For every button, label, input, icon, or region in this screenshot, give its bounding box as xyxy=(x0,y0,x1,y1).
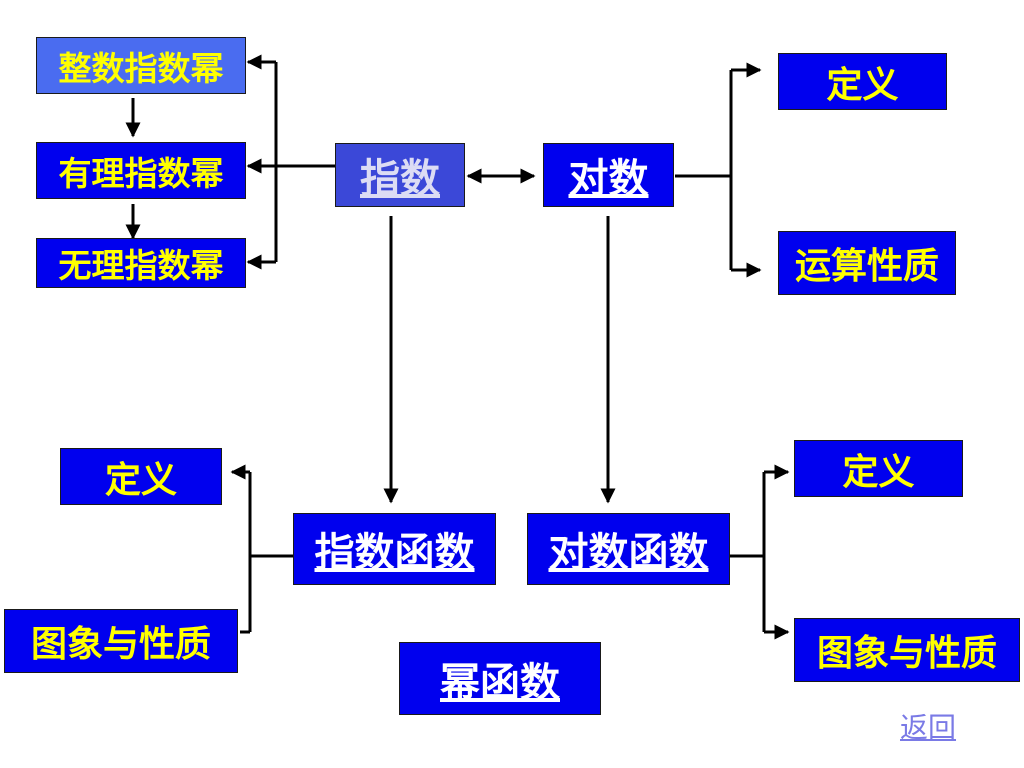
log-operation-props-box: 运算性质 xyxy=(778,231,956,295)
log-fn-graph-props-box: 图象与性质 xyxy=(794,618,1020,682)
log-function-link-box[interactable]: 对数函数 xyxy=(527,513,730,585)
integer-power-box: 整数指数幂 xyxy=(36,37,246,94)
exponent-link-box[interactable]: 指数 xyxy=(335,143,465,207)
irrational-power-box: 无理指数幂 xyxy=(36,238,246,288)
log-definition-box: 定义 xyxy=(778,53,947,110)
back-link[interactable]: 返回 xyxy=(900,711,957,744)
log-fn-definition-box: 定义 xyxy=(794,440,963,497)
power-function-link-box[interactable]: 幂函数 xyxy=(399,642,601,715)
exp-function-link-box[interactable]: 指数函数 xyxy=(293,513,496,585)
rational-power-box: 有理指数幂 xyxy=(36,142,246,199)
exp-fn-graph-props-box: 图象与性质 xyxy=(4,609,238,673)
logarithm-link-box[interactable]: 对数 xyxy=(543,143,674,207)
exp-fn-definition-box: 定义 xyxy=(60,448,222,505)
